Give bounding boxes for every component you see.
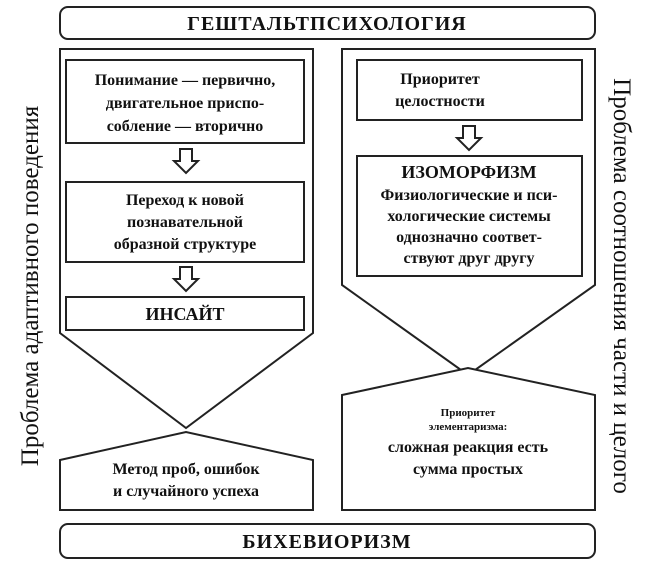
left-box-2-line-1: Переход к новой	[126, 192, 244, 209]
top-banner-box	[59, 6, 596, 40]
left-bottom-shape	[59, 430, 314, 511]
right-bottom-shape	[341, 366, 596, 511]
left-box-2-line-2: познавательной	[127, 214, 243, 231]
left-bottom-line-1: Метод проб, ошибок	[112, 461, 260, 478]
isomorphism-title: ИЗОМОРФИЗМ	[401, 162, 536, 182]
right-box-1-line-1: Приоритет	[400, 71, 480, 88]
down-arrow-icon	[171, 266, 201, 293]
bottom-banner-text: БИХЕВИОРИЗМ	[242, 531, 411, 553]
right-box-2-line-1: Физиологические и пси-	[381, 187, 558, 204]
right-box-2-line-2: хологические системы	[387, 208, 551, 225]
right-bottom-line-1: сложная реакция есть	[388, 439, 549, 456]
left-box-3	[65, 296, 305, 331]
insight-label: ИНСАЙТ	[145, 303, 224, 324]
left-box-1-line-2: двигательное приспо-	[106, 95, 265, 112]
right-box-2	[356, 155, 583, 277]
right-bottom-line-2: сумма простых	[413, 461, 523, 478]
bottom-banner-box	[59, 523, 596, 559]
right-box-1-line-2: целостности	[395, 93, 485, 110]
right-box-2-line-4: ствуют друг другу	[403, 250, 534, 267]
side-label-right: Проблема соотношения части и целого	[608, 78, 635, 494]
left-box-1	[65, 59, 305, 144]
down-arrow-icon	[171, 148, 201, 175]
right-bottom-small-line-1: Приоритет	[441, 407, 496, 419]
left-box-1-line-3: собление — вторично	[107, 118, 264, 135]
left-box-2	[65, 181, 305, 263]
right-bottom-small-line-2: элементаризма:	[429, 421, 508, 433]
side-label-left: Проблема адаптивного поведения	[17, 105, 44, 466]
top-banner-text: ГЕШТАЛЬТПСИХОЛОГИЯ	[187, 13, 467, 35]
down-arrow-icon	[454, 125, 484, 152]
left-box-1-line-1: Понимание — первично,	[95, 72, 276, 89]
left-box-2-line-3: образной структуре	[114, 236, 256, 253]
right-box-1	[356, 59, 583, 121]
left-bottom-line-2: и случайного успеха	[113, 483, 259, 500]
right-box-2-line-3: однозначно соответ-	[396, 229, 542, 246]
